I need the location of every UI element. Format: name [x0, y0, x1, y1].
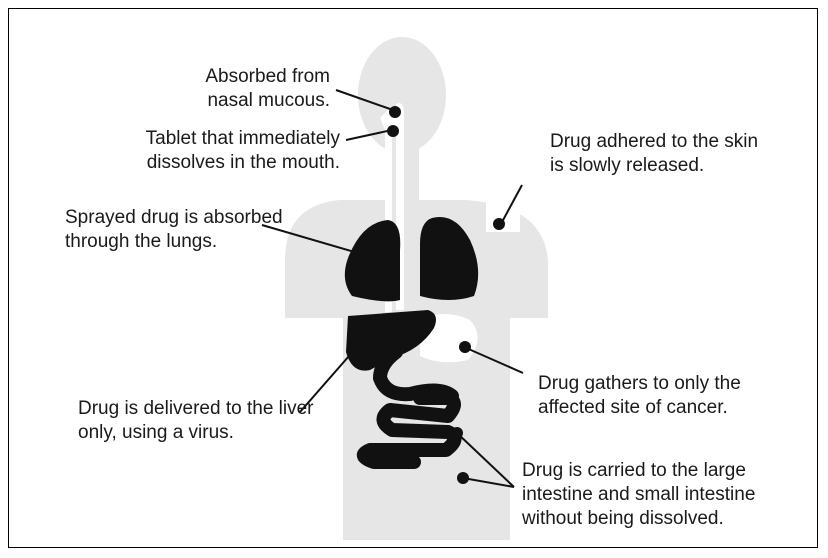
label-mouth: Tablet that immediately dissolves in the…	[95, 127, 340, 175]
label-intestine-line-2: intestine and small intestine	[522, 483, 755, 507]
label-nasal-line-2: nasal mucous.	[170, 89, 330, 113]
label-intestine-line-1: Drug is carried to the large	[522, 459, 755, 483]
label-skin-line-2: is slowly released.	[550, 154, 758, 178]
label-lungs-line-1: Sprayed drug is absorbed	[65, 206, 283, 230]
label-cancer: Drug gathers to only the affected site o…	[538, 372, 741, 420]
label-cancer-line-2: affected site of cancer.	[538, 396, 741, 420]
dot-intestine-large	[451, 427, 463, 439]
label-nasal: Absorbed from nasal mucous.	[170, 65, 330, 113]
label-nasal-line-1: Absorbed from	[170, 65, 330, 89]
dot-liver	[349, 342, 361, 354]
label-liver-line-1: Drug is delivered to the liver	[78, 397, 314, 421]
label-liver-line-2: only, using a virus.	[78, 421, 314, 445]
label-skin: Drug adhered to the skin is slowly relea…	[550, 130, 758, 178]
dot-lungs	[370, 252, 382, 264]
label-lungs-line-2: through the lungs.	[65, 230, 283, 254]
dot-cancer	[459, 341, 471, 353]
label-mouth-line-2: dissolves in the mouth.	[95, 151, 340, 175]
label-intestine-line-3: without being dissolved.	[522, 507, 755, 531]
label-lungs: Sprayed drug is absorbed through the lun…	[65, 206, 283, 254]
label-cancer-line-1: Drug gathers to only the	[538, 372, 741, 396]
dot-intestine-small	[457, 472, 469, 484]
dot-mouth	[387, 125, 399, 137]
label-skin-line-1: Drug adhered to the skin	[550, 130, 758, 154]
label-intestine: Drug is carried to the large intestine a…	[522, 459, 755, 531]
dot-skin	[493, 218, 505, 230]
label-liver: Drug is delivered to the liver only, usi…	[78, 397, 314, 445]
label-mouth-line-1: Tablet that immediately	[95, 127, 340, 151]
dot-nasal	[389, 106, 401, 118]
